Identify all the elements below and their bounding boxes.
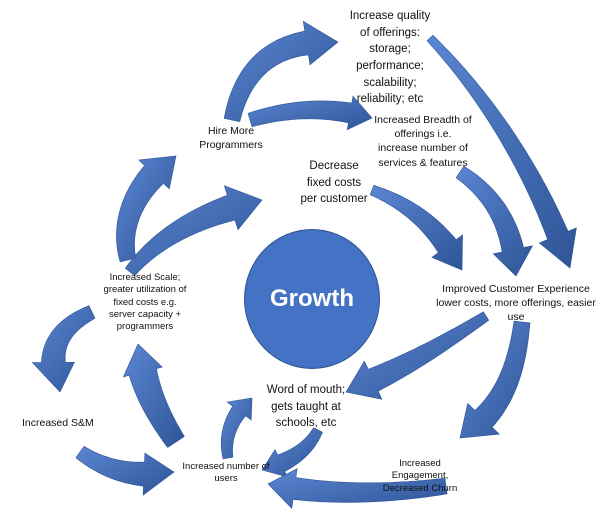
arrow-engagement-to-users	[267, 468, 448, 509]
node-hire-programmers: Hire More Programmers	[199, 125, 263, 152]
arrow-breadth-to-experience	[455, 165, 534, 277]
node-decrease-fixed-costs: Decrease fixed costs per customer	[300, 160, 368, 206]
arrow-scale-to-fixedcosts	[124, 185, 263, 277]
flow-arrows	[31, 20, 577, 509]
node-improved-customer-experience: Improved Customer Experience lower costs…	[436, 283, 596, 324]
node-increased-scale: Increased Scale; greater utilization of …	[103, 272, 187, 333]
arrow-users-to-wordofmouth	[220, 397, 253, 460]
arrow-wordofmouth-to-users	[261, 427, 323, 478]
arrow-hire-to-quality	[223, 20, 339, 122]
node-increased-breadth: Increased Breadth of offerings i.e. incr…	[374, 114, 472, 169]
arrow-quality-to-experience	[426, 34, 577, 269]
growth-core-circle: Growth	[244, 229, 380, 369]
arrow-experience-to-engagement	[459, 320, 531, 439]
node-increased-users: Increased number of users	[182, 461, 270, 485]
node-increased-sm: Increased S&M	[22, 417, 94, 429]
node-word-of-mouth: Word of mouth; gets taught at schools, e…	[266, 384, 346, 430]
arrow-experience-to-wordofmouth	[345, 311, 490, 400]
arrow-scale-to-hire	[116, 155, 177, 263]
growth-label: Growth	[270, 285, 354, 312]
arrow-users-to-scale	[122, 343, 185, 448]
node-increased-engagement: Increased Engagement, Decreased Churn	[382, 458, 458, 494]
arrow-scale-to-sm	[31, 305, 96, 393]
arrow-fixedcosts-to-experience	[369, 184, 463, 271]
arrow-sm-to-users	[75, 445, 175, 496]
node-increase-quality: Increase quality of offerings: storage; …	[349, 10, 431, 106]
arrow-hire-to-breadth	[247, 95, 373, 131]
